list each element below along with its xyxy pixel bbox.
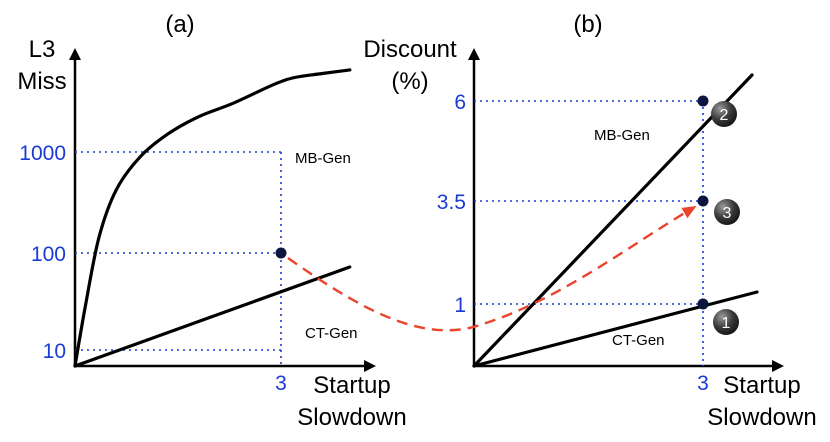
panel-b-series-label-mb-gen: MB-Gen: [594, 127, 650, 144]
panel-b-series-label-ct-gen: CT-Gen: [612, 332, 665, 349]
panel-b-series-ct-gen: [472, 290, 759, 368]
panel-a-xlabel-line1: Startup: [313, 372, 390, 399]
panel-a-xlabel-line2: Slowdown: [297, 404, 406, 431]
panel-a-series-mb-gen: [73, 68, 352, 368]
panel-b-ytick-6: 6: [454, 91, 466, 114]
badge-2-label: 2: [720, 107, 729, 124]
panel-a-ylabel-line2: Miss: [17, 68, 66, 95]
panel-a-highlight-point: [275, 247, 287, 259]
badge-1-label: 1: [722, 315, 731, 332]
panel-b-series-mb-gen: [472, 73, 754, 368]
panel-b: (b) Discount (%) 6 3.5 1 3 MB-Gen CT-Gen…: [363, 11, 816, 431]
panel-a: (a) L3 Miss 1000 100 10 3 MB-Gen CT-Gen …: [17, 11, 406, 431]
badge-1: 1: [713, 309, 739, 335]
badge-3: 3: [714, 199, 740, 225]
panel-a-ylabel-line1: L3: [29, 36, 56, 63]
panel-b-ytick-3.5: 3.5: [437, 191, 466, 214]
panel-b-ylabel-line2: (%): [391, 68, 428, 95]
panel-b-point-1: [697, 298, 709, 310]
panel-a-series-label-ct-gen: CT-Gen: [305, 325, 358, 342]
panel-b-ytick-1: 1: [454, 294, 466, 317]
panel-b-label: (b): [573, 11, 602, 38]
panel-b-xlabel-line1: Startup: [723, 372, 800, 399]
panel-b-xtick-3: 3: [697, 372, 709, 395]
badge-2: 2: [711, 101, 737, 127]
panel-b-point-3.5: [697, 195, 709, 207]
panel-b-ylabel-line1: Discount: [363, 36, 457, 63]
panel-a-label: (a): [165, 11, 194, 38]
panel-a-xtick-3: 3: [275, 372, 287, 395]
panel-a-ytick-10: 10: [43, 340, 66, 363]
badge-3-label: 3: [723, 205, 732, 222]
panel-b-xlabel-line2: Slowdown: [707, 404, 816, 431]
transfer-arrow: [287, 205, 697, 332]
panel-a-series-label-mb-gen: MB-Gen: [295, 150, 351, 167]
panel-a-series-ct-gen: [73, 265, 352, 368]
panel-a-ytick-100: 100: [31, 243, 66, 266]
panel-a-ytick-1000: 1000: [19, 142, 66, 165]
panel-b-point-6: [697, 95, 709, 107]
